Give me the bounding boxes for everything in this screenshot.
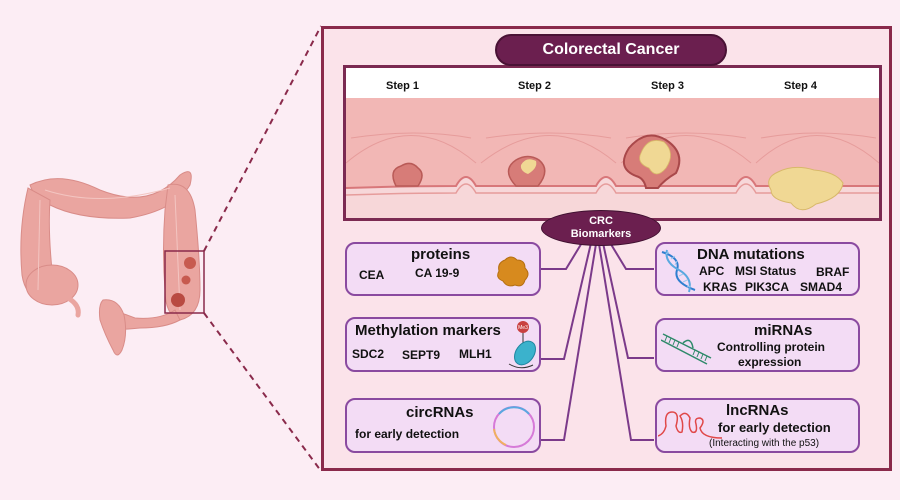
dna-helix-icon xyxy=(661,249,696,293)
dna-item-kras: KRAS xyxy=(703,280,738,294)
dna-title: DNA mutations xyxy=(697,246,805,263)
mirnas-line-2: expression xyxy=(738,355,802,369)
lncrnas-title: lncRNAs xyxy=(726,402,789,419)
circrnas-subtitle: for early detection xyxy=(355,427,460,441)
lncrna-icon xyxy=(658,411,722,439)
step-3-label: Step 3 xyxy=(651,80,685,92)
mirna-hairpin-icon xyxy=(661,333,712,365)
card-circrnas: circRNAs for early detection xyxy=(345,398,541,453)
dna-item-braf: BRAF xyxy=(816,265,850,279)
dna-item-apc: APC xyxy=(699,264,725,278)
step-1-label: Step 1 xyxy=(386,80,420,92)
methylation-item-sept9: SEPT9 xyxy=(402,348,441,362)
dna-item-smad4: SMAD4 xyxy=(800,280,843,294)
methylation-title: Methylation markers xyxy=(355,322,501,339)
crc-biomarkers-hub: CRC Biomarkers xyxy=(541,210,661,246)
hub-line-2: Biomarkers xyxy=(570,228,632,240)
lncrnas-note: (Interacting with the p53) xyxy=(709,438,820,449)
circrnas-title: circRNAs xyxy=(406,404,474,421)
protein-item-cea: CEA xyxy=(359,268,385,282)
step-2-label: Step 2 xyxy=(518,80,552,92)
nucleosome-icon: Me3 xyxy=(508,321,536,369)
cancer-progression-stages: Step 1 Step 2 Step 3 Step 4 xyxy=(343,65,882,221)
lncrnas-subtitle: for early detection xyxy=(718,420,831,435)
card-methylation: Methylation markers SDC2 SEPT9 MLH1 Me3 xyxy=(345,317,541,372)
proteins-title: proteins xyxy=(411,246,471,263)
diagram-title: Colorectal Cancer xyxy=(495,34,727,66)
methylation-item-mlh1: MLH1 xyxy=(459,347,492,361)
card-mirnas: miRNAs Controlling protein expression xyxy=(655,318,860,372)
mirnas-title: miRNAs xyxy=(754,322,813,339)
mirnas-line-1: Controlling protein xyxy=(717,340,825,354)
card-lncrnas: lncRNAs for early detection (Interacting… xyxy=(655,398,860,453)
intestinal-wall-illustration xyxy=(346,68,879,218)
protein-icon xyxy=(497,256,529,287)
dna-item-pik3ca: PIK3CA xyxy=(745,280,790,294)
protein-item-ca199: CA 19-9 xyxy=(415,266,460,280)
step-4-label: Step 4 xyxy=(784,80,818,92)
card-proteins: proteins CEA CA 19-9 xyxy=(345,242,541,296)
methylation-badge: Me3 xyxy=(518,325,528,331)
circular-rna-icon xyxy=(493,406,535,448)
colon-illustration xyxy=(20,171,205,356)
dna-item-msi: MSI Status xyxy=(735,264,797,278)
card-dna-mutations: DNA mutations APC MSI Status BRAF KRAS P… xyxy=(655,242,860,296)
hub-line-1: CRC xyxy=(589,215,613,227)
methylation-item-sdc2: SDC2 xyxy=(352,347,385,361)
